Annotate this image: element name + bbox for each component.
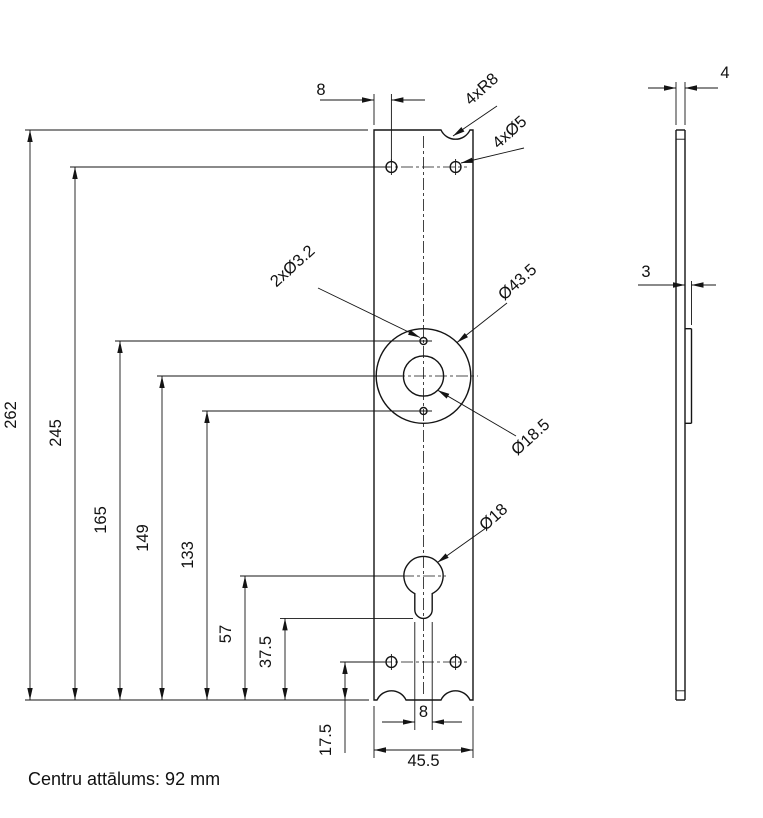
keyhole-outline [403, 555, 444, 620]
dim-boss-thickness: 3 [641, 263, 650, 281]
dim-245: 245 [47, 419, 65, 447]
label-corner-notches: 4xR8 [461, 70, 502, 109]
dim-262: 262 [2, 401, 20, 429]
center-lines [372, 136, 478, 696]
leader-corner-notches [452, 105, 498, 137]
label-pin-holes: 2xØ3.2 [267, 242, 319, 291]
leader-screw-holes [460, 147, 525, 164]
leader-lines [317, 105, 525, 563]
dim-165: 165 [92, 506, 110, 534]
leader-key-hole [437, 527, 487, 563]
dim-plate-width: 45.5 [407, 752, 439, 770]
side-view [638, 82, 718, 701]
label-key-hole: Ø18 [476, 500, 511, 534]
dim-149: 149 [134, 524, 152, 552]
label-inner-circle: Ø18.5 [508, 416, 553, 459]
label-outer-circle: Ø43.5 [495, 261, 540, 304]
extension-lines [25, 94, 474, 758]
dim-17-5: 17.5 [317, 724, 335, 756]
dim-top-offset: 8 [316, 81, 325, 99]
dim-57: 57 [217, 625, 235, 643]
leader-outer-circle [456, 302, 508, 343]
dim-plate-thickness: 4 [720, 64, 729, 82]
leader-inner-circle [437, 389, 517, 437]
dim-133: 133 [179, 541, 197, 569]
dimension-labels: 262 245 165 149 133 57 37.5 17.5 8 8 45.… [2, 64, 730, 770]
plate-outline [373, 129, 474, 701]
leader-pin-holes [317, 287, 421, 338]
dim-37-5: 37.5 [257, 636, 275, 668]
dim-slot-width: 8 [419, 703, 428, 721]
vertical-dimension-lines [27, 130, 348, 753]
label-screw-holes: 4xØ5 [489, 112, 530, 152]
caption-note: Centru attālums: 92 mm [28, 769, 220, 789]
horizontal-dimension-lines [320, 97, 473, 753]
